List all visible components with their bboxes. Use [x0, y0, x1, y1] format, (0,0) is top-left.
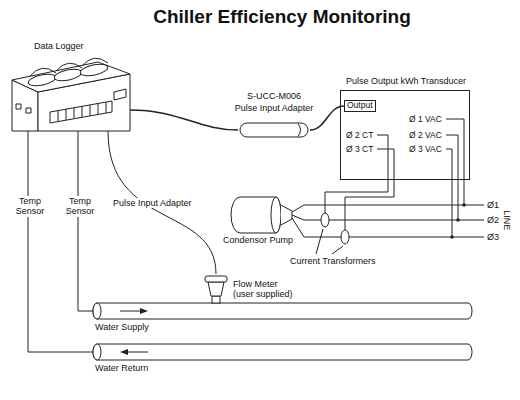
- terminal-label: Ø 3 CT: [346, 145, 373, 155]
- wire: [130, 110, 238, 130]
- output-terminal: Output: [344, 100, 376, 112]
- wire: [28, 131, 93, 352]
- adapter-cylinder: [240, 123, 308, 137]
- logger-cradle-rim: [30, 68, 56, 76]
- wire-label: Temp Sensor: [12, 196, 48, 217]
- kwh-transducer: Pulse Output kWh TransducerØ 1 VACØ 2 CT…: [340, 90, 470, 180]
- wire: [78, 131, 93, 311]
- terminal-label: Ø 1 VAC: [409, 115, 442, 125]
- phase-label: Ø3: [487, 232, 499, 242]
- node-heading: Pulse Input Adapter: [235, 103, 314, 113]
- flow-arrowhead: [140, 308, 148, 314]
- ct-wire: [325, 135, 388, 213]
- phase-lines: [292, 205, 484, 237]
- condensor-pump: Condensor Pump: [230, 196, 286, 232]
- pipe-end: [93, 344, 101, 360]
- phase-label: Ø1: [487, 200, 499, 210]
- node-heading: Pulse Output kWh Transducer: [346, 76, 466, 86]
- leader-line: [316, 229, 343, 254]
- flow-meter: Flow Meter (user supplied): [205, 274, 227, 305]
- terminal-label: Ø 2 CT: [346, 131, 373, 141]
- phase-wire: [292, 205, 484, 212]
- terminal-label: Ø 2 VAC: [409, 131, 442, 141]
- ct-ring: [341, 230, 349, 244]
- adapter-end: [298, 124, 301, 137]
- title: Chiller Efficiency Monitoring: [153, 6, 411, 28]
- water-return-pipe: Water Return: [93, 344, 472, 360]
- meter-body: [208, 282, 224, 296]
- logger-jack: [26, 108, 31, 113]
- logger-jack: [16, 104, 21, 109]
- pipe-end: [93, 303, 101, 319]
- vac-wire: [446, 149, 452, 237]
- wire: [310, 106, 344, 130]
- serial-port: [114, 89, 126, 100]
- line-label: LINE: [502, 210, 512, 230]
- supply-pipe: [93, 303, 472, 319]
- pump-end: [271, 197, 281, 233]
- wire: [108, 131, 216, 274]
- transducer-wiring: [325, 119, 464, 237]
- current-transformers: [316, 213, 349, 254]
- wire-label: Pulse Input Adapter: [112, 198, 193, 208]
- adapter-drawing: [240, 123, 308, 137]
- return-pipe: [93, 344, 472, 360]
- terminal-strip: [50, 101, 112, 123]
- ct-ring: [321, 213, 329, 227]
- data-logger: Data Logger: [12, 56, 130, 131]
- pulse-input-adapter: S-UCC-M006Pulse Input Adapter: [238, 122, 310, 138]
- component-label: Current Transformers: [290, 256, 376, 266]
- junction-dots: [450, 203, 466, 239]
- water-supply-pipe: Water Supply: [93, 303, 472, 319]
- flow-arrowhead: [120, 349, 128, 355]
- pump-drawing: [231, 197, 292, 233]
- phase-label: Ø2: [487, 215, 499, 225]
- node-heading: Flow Meter (user supplied): [233, 279, 297, 300]
- terminal-label: Output: [347, 101, 373, 111]
- pipes: [93, 303, 472, 360]
- meter-neck: [212, 296, 220, 303]
- vac-wire: [446, 119, 464, 205]
- ct-wire: [345, 149, 394, 230]
- logger-cradle-rim: [82, 58, 108, 66]
- terminal-label: Ø 3 VAC: [409, 145, 442, 155]
- pump-body: [231, 197, 281, 233]
- logger-cradle-rim: [56, 63, 82, 71]
- meter-cap: [205, 276, 227, 282]
- node-heading: Water Supply: [95, 322, 149, 332]
- model-number: S-UCC-M006: [247, 91, 301, 101]
- logger-top: [12, 62, 130, 92]
- terminal-dividers: [58, 102, 106, 121]
- pump-cone: [281, 205, 292, 225]
- node-heading: Water Return: [95, 363, 148, 373]
- data-logger-drawing: [12, 58, 130, 131]
- flow-meter-drawing: [205, 276, 227, 303]
- node-heading: Data Logger: [34, 41, 84, 51]
- node-heading: Condensor Pump: [223, 235, 293, 245]
- wire-label: Temp Sensor: [62, 196, 98, 217]
